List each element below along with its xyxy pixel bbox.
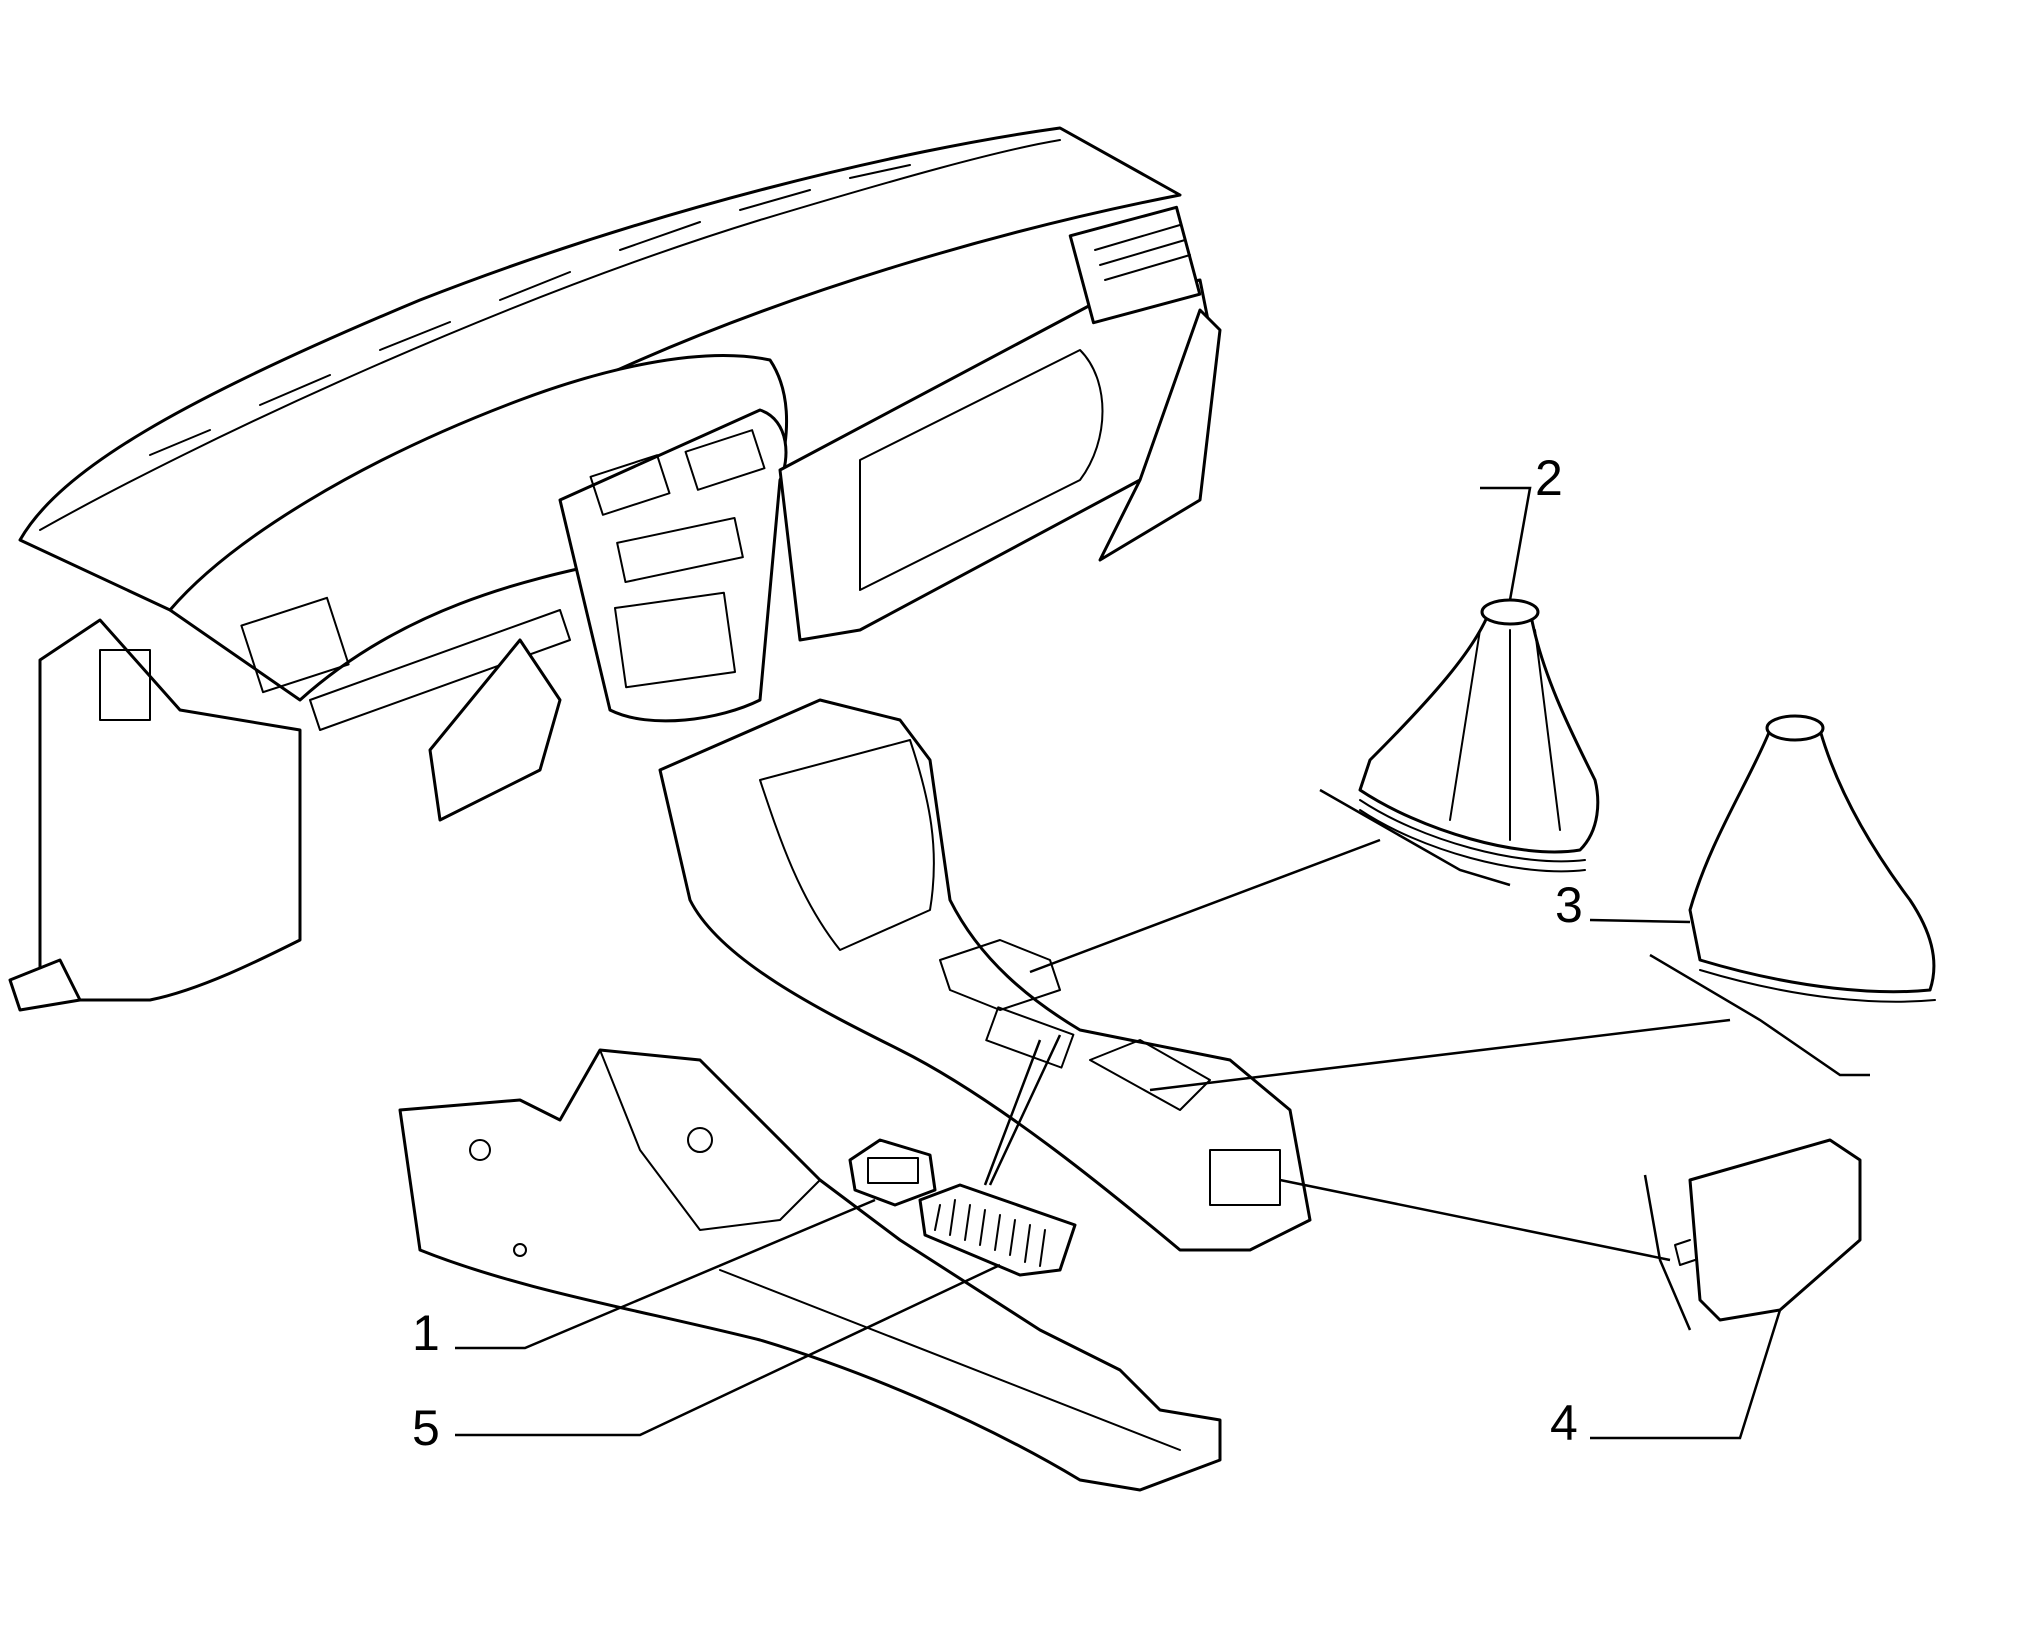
mounting-hole (469, 1139, 491, 1161)
glovebox-opening (859, 349, 1104, 591)
leader-4-bracket (1643, 1174, 1692, 1331)
instrument-cowl (168, 354, 788, 702)
switch-aperture (985, 1006, 1075, 1069)
lower-knee-bolster (428, 638, 562, 822)
lower-console-rib (719, 1269, 1181, 1451)
left-side-vent (99, 649, 151, 721)
center-stack (558, 408, 788, 723)
left-end-panel (38, 618, 302, 1002)
part-2-collar (1480, 598, 1540, 626)
handbrake-opening (1089, 1039, 1211, 1111)
part-2-folds (1449, 629, 1561, 841)
lower-console-inner-wall (599, 1049, 821, 1231)
part-4-tab (1674, 1239, 1696, 1266)
callout-2: 2 (1535, 450, 1563, 506)
leader-3-bracket (1649, 953, 1870, 1077)
part-1-switch-bezel (848, 1138, 937, 1207)
center-pocket (613, 591, 737, 689)
radio-slot (616, 516, 744, 584)
center-vent-left (589, 454, 671, 516)
right-end-panel (1098, 308, 1222, 562)
leader-4 (1590, 1309, 1782, 1440)
dash-left-foot (8, 958, 82, 1012)
right-vent-louvres (1094, 224, 1191, 281)
part-3-base-trim (1699, 969, 1936, 1003)
leader-1 (455, 1198, 876, 1350)
part-5-grille (918, 1183, 1077, 1277)
part-5-slats (934, 1199, 1046, 1267)
part-2-base-trim (1359, 799, 1586, 873)
mounting-hole (513, 1243, 527, 1257)
leader-2-bracket (1319, 788, 1511, 887)
steering-bracket (309, 609, 571, 731)
callout-3: 3 (1555, 877, 1583, 933)
lower-console-body (398, 1048, 1222, 1492)
gear-opening (939, 939, 1061, 1011)
leader-2-to-console (1029, 838, 1381, 974)
part-3-gear-boot (1688, 714, 1936, 1003)
part-2-gear-boot (1358, 598, 1600, 873)
dashboard-top-trim (39, 139, 1061, 531)
center-console-lower (398, 1048, 1222, 1492)
part-1-aperture (867, 1157, 919, 1184)
part-3-outline (1688, 728, 1936, 994)
part-4-cover (1674, 1138, 1862, 1322)
left-dash-vent (240, 596, 350, 694)
center-console-upper (658, 698, 1312, 1252)
part-4-outline (1688, 1138, 1862, 1322)
right-dash-vent (1068, 205, 1202, 325)
console-cup-recess (759, 739, 935, 951)
callout-1: 1 (412, 1305, 440, 1361)
part-2-outline (1358, 608, 1600, 854)
leader-3-to-console (1149, 1018, 1731, 1092)
defroster-slots (149, 164, 911, 456)
leader-4-to-console (1279, 1178, 1671, 1262)
leader-lines (455, 486, 1870, 1440)
mounting-clip (687, 1127, 713, 1153)
callout-4: 4 (1550, 1395, 1578, 1451)
part-1-outline (848, 1138, 937, 1207)
leader-2 (1480, 486, 1532, 601)
rear-ashtray-opening (1209, 1149, 1281, 1206)
center-vent-right (684, 429, 766, 491)
part-3-collar (1765, 714, 1825, 742)
callout-labels: 2 3 4 1 5 (412, 450, 1583, 1456)
leader-3 (1589, 918, 1691, 924)
leader-5 (455, 1263, 1001, 1437)
console-main-body (658, 698, 1312, 1252)
callout-5: 5 (412, 1400, 440, 1456)
dashboard-assembly (8, 126, 1222, 1012)
leader-5-to-console (983, 1034, 1062, 1186)
